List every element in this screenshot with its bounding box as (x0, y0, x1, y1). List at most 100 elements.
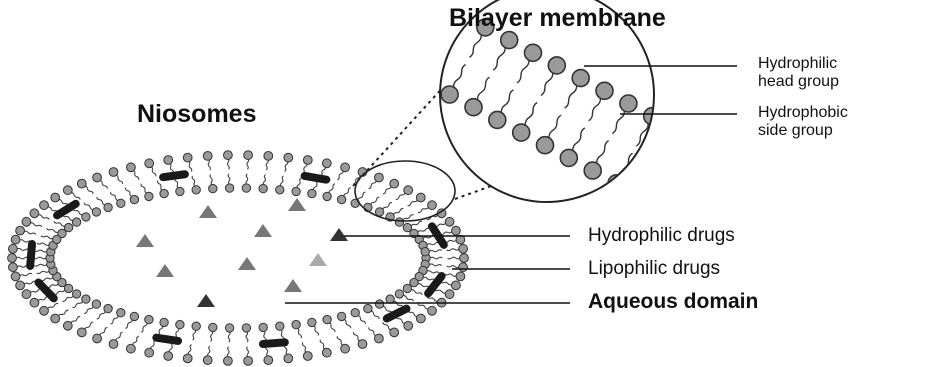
lipid-head (370, 48, 387, 65)
lipid-head (192, 322, 200, 330)
lipid-head (596, 82, 613, 99)
lipid-head (276, 322, 284, 330)
lipid-head (465, 99, 482, 116)
lipophilic-drug-body (152, 333, 183, 345)
lipid-head (358, 340, 367, 349)
lipid-tail (684, 142, 700, 172)
lipid-tail (402, 39, 418, 69)
lipid-head (176, 187, 184, 195)
lipid-head (225, 184, 233, 192)
lipid-head (176, 320, 184, 328)
lipid-head (264, 152, 273, 161)
lipid-head (364, 304, 372, 312)
hydrophilic-drugs-label: Hydrophilic drugs (588, 225, 735, 247)
lipid-head (126, 344, 135, 353)
lipid-head (341, 344, 350, 353)
lipid-head (428, 201, 437, 210)
lipid-head (375, 173, 384, 182)
lipid-head (276, 186, 284, 194)
lipid-head (416, 193, 425, 202)
lipophilic-drug (159, 170, 190, 182)
lipid-head (77, 328, 86, 337)
hydrophilic-drug (136, 234, 154, 247)
lipid-head (375, 334, 384, 343)
lipid-head (40, 306, 49, 315)
lipid-head (584, 162, 601, 179)
lipid-head (460, 254, 469, 263)
lipid-head (395, 218, 403, 226)
lipid-head (656, 200, 673, 217)
lipid-head (183, 354, 192, 363)
head-group-label: Hydrophilic head group (758, 55, 839, 91)
hydrophilic-drug (254, 224, 272, 237)
lipid-head (164, 352, 173, 361)
hydrophilic-drug (197, 294, 215, 307)
lipid-head (11, 235, 20, 244)
lipid-head (537, 137, 554, 154)
hydrophilic-drug (156, 264, 174, 277)
niosomes-title: Niosomes (137, 100, 256, 129)
lipid-head (92, 208, 100, 216)
lipid-head (394, 61, 411, 78)
lipid-head (416, 314, 425, 323)
lipid-head (183, 153, 192, 162)
lipid-head (303, 352, 312, 361)
lipid-head (259, 323, 267, 331)
lipid-head (572, 70, 589, 87)
lipid-head (30, 298, 39, 307)
lipid-head (337, 312, 345, 320)
lipid-head (308, 318, 316, 326)
lipid-head (452, 281, 461, 290)
lipid-head (452, 226, 461, 235)
lipid-head (209, 323, 217, 331)
lipid-head (668, 120, 685, 137)
lipid-head (404, 321, 413, 330)
lipid-head (560, 149, 577, 166)
lipid-head (341, 163, 350, 172)
bilayer-membrane-title: Bilayer membrane (449, 4, 666, 33)
lipid-head (337, 195, 345, 203)
lipid-head (64, 223, 72, 231)
lipid-head (501, 32, 518, 49)
hydrophilic-drug (288, 198, 306, 211)
lipid-head (92, 300, 100, 308)
lipid-head (390, 328, 399, 337)
lipid-tail (378, 27, 394, 57)
lipid-head (8, 254, 17, 263)
lipid-head (284, 354, 293, 363)
lipid-tail (426, 52, 442, 82)
lipid-head (456, 272, 465, 281)
lipid-head (117, 309, 125, 317)
lipophilic-drug (152, 333, 183, 345)
lipophilic-drug-body (381, 303, 411, 324)
lipid-head (203, 356, 212, 365)
lipid-head (22, 290, 31, 299)
lipid-head (244, 357, 253, 366)
lipid-head (428, 306, 437, 315)
lipid-head (259, 184, 267, 192)
lipid-head (224, 151, 233, 160)
lipid-head (390, 179, 399, 188)
lipophilic-drugs-label: Lipophilic drugs (588, 258, 720, 280)
lipid-tail (640, 166, 656, 196)
lipophilic-drug-body (300, 171, 331, 184)
lipid-head (445, 217, 454, 226)
lipid-head (386, 295, 394, 303)
lipophilic-drug (423, 270, 448, 299)
lipid-head (145, 348, 154, 357)
lipid-head (620, 95, 637, 112)
hydrophilic-drug-group (136, 198, 348, 307)
lipid-head (93, 334, 102, 343)
lipid-head (395, 290, 403, 298)
side-group-label-line2: side group (758, 122, 848, 140)
lipid-head (441, 86, 458, 103)
lipophilic-drug (381, 303, 411, 324)
lipid-head (145, 315, 153, 323)
lipid-head (145, 192, 153, 200)
lipid-head (160, 189, 168, 197)
lipid-head (323, 192, 331, 200)
lipophilic-drug-body (423, 270, 448, 299)
hydrophilic-drug (199, 205, 217, 218)
lipid-head (513, 124, 530, 141)
lipid-head (284, 153, 293, 162)
